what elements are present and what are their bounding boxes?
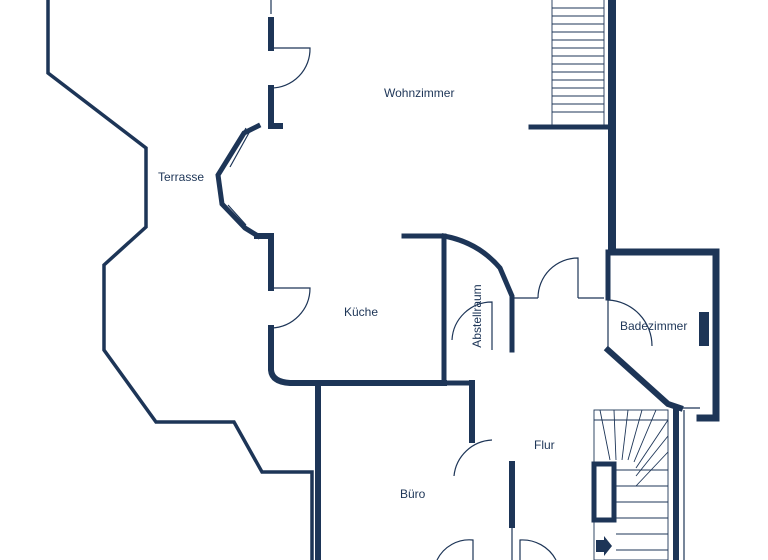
office-door-swing (453, 439, 513, 560)
bathroom-top-wall (608, 248, 720, 422)
room-label-badezimmer: Badezimmer (620, 319, 688, 333)
room-label-wohnzimmer: Wohnzimmer (384, 86, 455, 100)
stair-arrow-icon (596, 536, 612, 556)
room-label-flur: Flur (534, 438, 555, 452)
kitchen-door-swing (270, 287, 311, 329)
hall-door-swing (512, 257, 579, 299)
bathroom-window-block (699, 312, 709, 346)
exterior-wall-left-mid (268, 85, 283, 129)
bay-wall-lower (254, 233, 274, 291)
storage-door-swing (451, 301, 493, 350)
office-bottom-door (436, 539, 474, 560)
stairs-bottom (593, 409, 669, 560)
storage-curved-wall (441, 233, 515, 353)
terrace-outline (46, 0, 314, 560)
room-label-terrasse: Terrasse (158, 170, 205, 184)
bay-window (215, 122, 262, 240)
bathroom-diagonal-wall (603, 345, 684, 412)
bay-window-glass (224, 127, 251, 229)
kitchen-left-wall (268, 325, 447, 386)
room-label-abstellraum: Abstellraum (470, 284, 484, 348)
stairs-top (551, 0, 605, 125)
kitchen-top-wall (401, 233, 447, 386)
hall-bottom-door (519, 539, 557, 560)
room-label-buero: Büro (400, 487, 426, 501)
bathroom-door-swing (607, 298, 653, 348)
room-label-kueche: Küche (344, 305, 379, 319)
stair-core (591, 461, 617, 523)
terrace-door-swing (270, 47, 311, 89)
